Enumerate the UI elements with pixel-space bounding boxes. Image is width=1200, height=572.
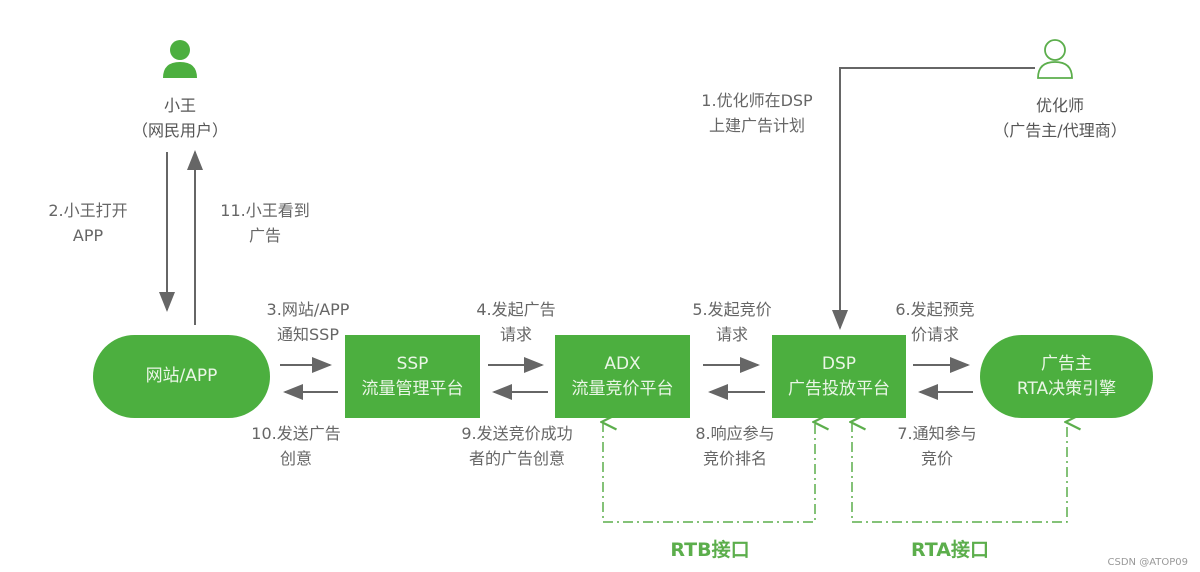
user-outline-icon <box>1037 39 1073 79</box>
step-11-label: 11.小王看到广告 <box>220 201 310 245</box>
rtb-interface-label: RTB接口 <box>670 539 750 561</box>
step-8-label: 8.响应参与竞价排名 <box>695 424 775 468</box>
step-10-label: 10.发送广告创意 <box>251 424 341 468</box>
optimizer-role: （广告主/代理商） <box>993 121 1127 140</box>
rtb-interface-line <box>603 422 815 523</box>
optimizer-name: 优化师 <box>1035 96 1085 115</box>
rta-interface-label: RTA接口 <box>911 539 989 561</box>
step-5-label: 5.发起竞价请求 <box>692 300 772 344</box>
step-6-label: 6.发起预竞价请求 <box>895 300 975 344</box>
watermark: CSDN @ATOP09 <box>1107 557 1189 568</box>
website-app-node: 网站/APP <box>93 335 270 418</box>
user-name: 小王 <box>163 96 197 115</box>
user-filled-icon <box>163 40 197 78</box>
arrow-optimizer-to-dsp <box>832 67 1035 330</box>
step-4-label: 4.发起广告请求 <box>476 300 556 344</box>
user-role: （网民用户） <box>131 121 229 140</box>
step-7-label: 7.通知参与竞价 <box>897 424 977 468</box>
step-9-label: 9.发送竞价成功者的广告创意 <box>461 424 573 468</box>
rta-interface-line <box>852 422 1067 523</box>
